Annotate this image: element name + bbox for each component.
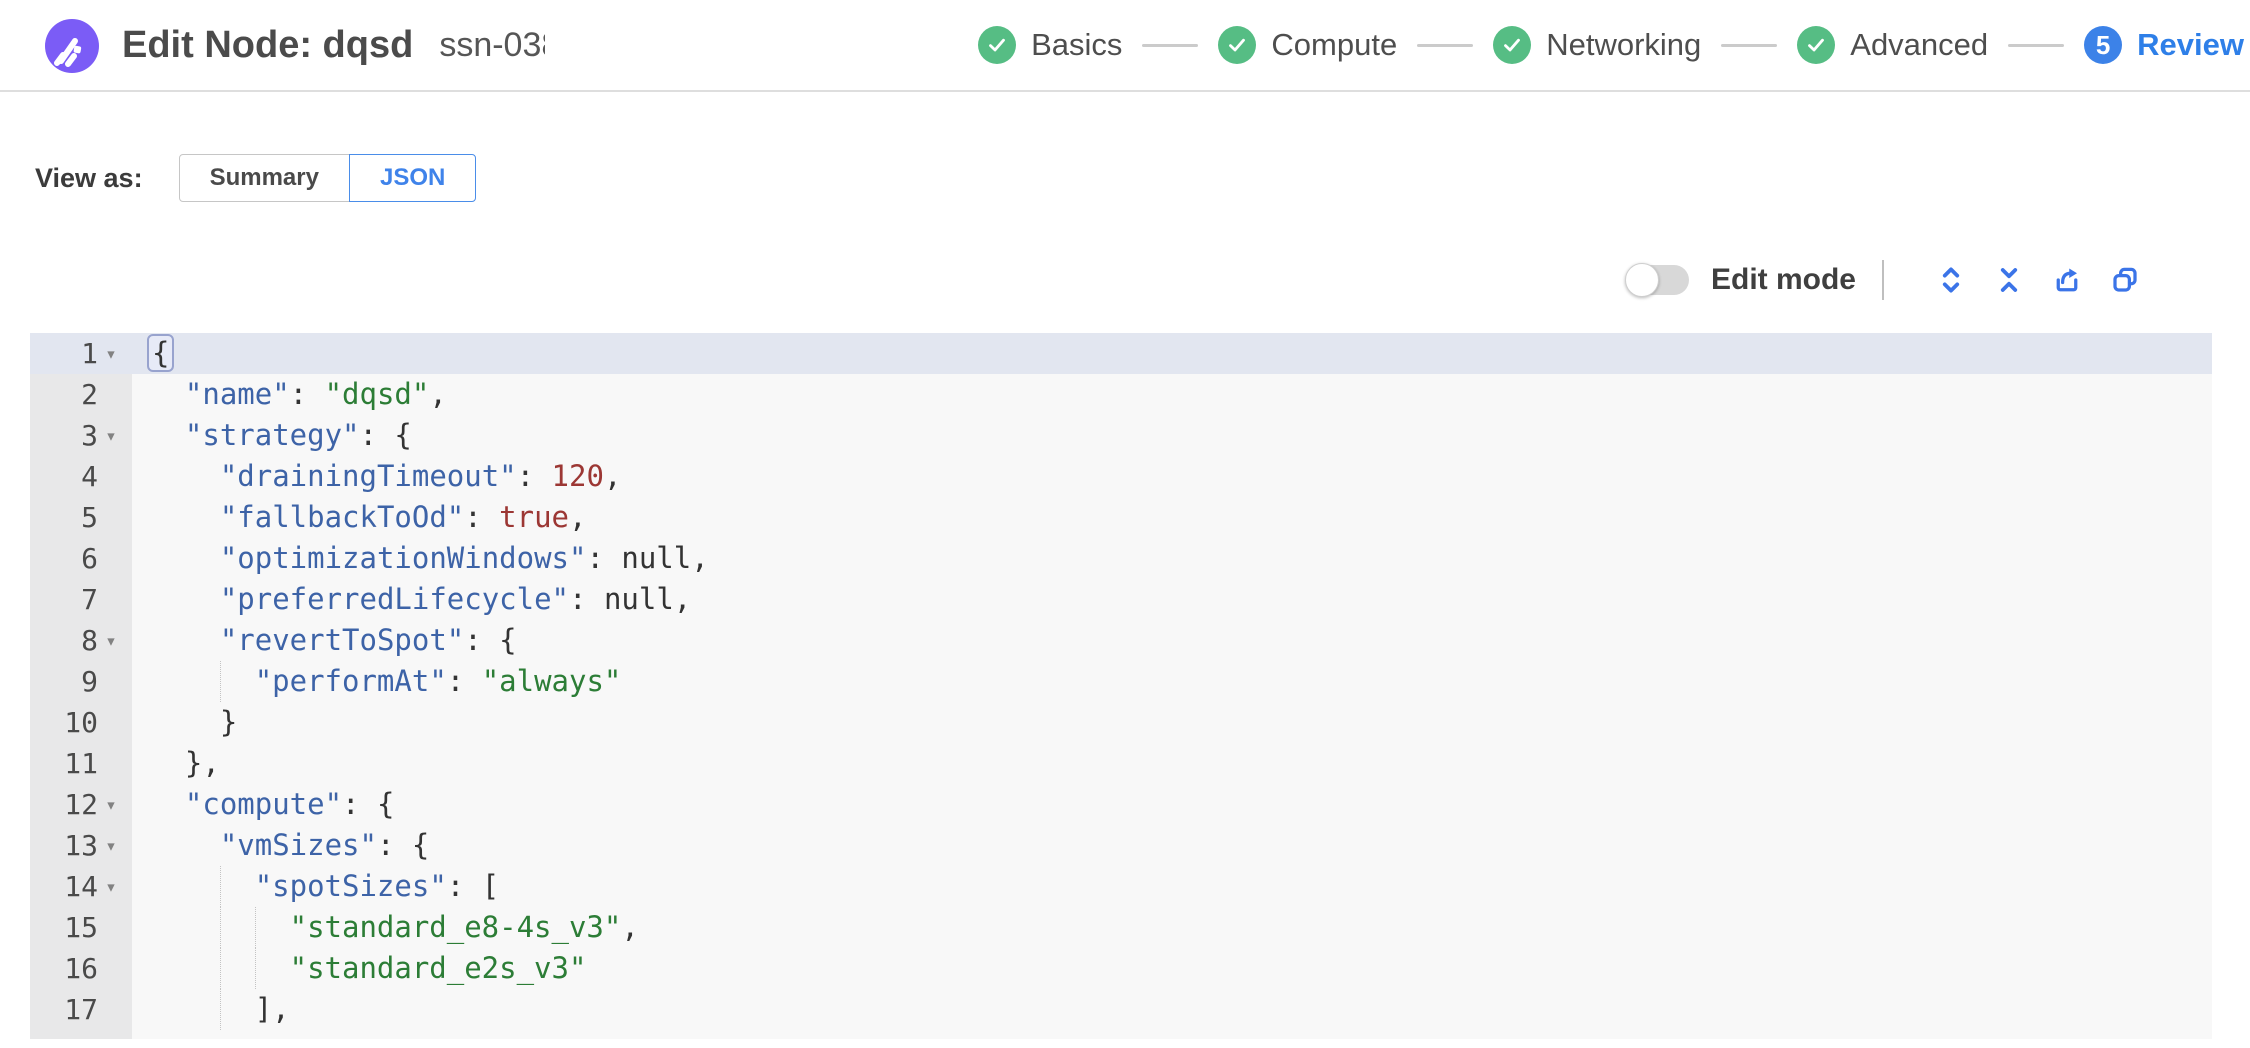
code-line[interactable]: "revertToSpot": { bbox=[219, 623, 517, 657]
fold-arrow-icon[interactable]: ▾ bbox=[105, 629, 117, 652]
gutter-line: 16 bbox=[30, 948, 132, 989]
view-as-json[interactable]: JSON bbox=[348, 154, 477, 202]
line-number: 13 bbox=[64, 829, 98, 862]
gutter-line: 10 bbox=[30, 702, 132, 743]
code-line[interactable]: { bbox=[132, 333, 2212, 374]
step-label: Advanced bbox=[1850, 27, 1989, 62]
copy-icon[interactable] bbox=[2110, 263, 2144, 297]
gutter-line: 14 ▾ bbox=[30, 866, 132, 907]
code-line[interactable]: ], bbox=[132, 989, 2212, 1030]
code-line[interactable]: } bbox=[219, 705, 238, 739]
fold-arrow-icon[interactable]: ▾ bbox=[105, 424, 117, 447]
gutter-line: 1▾ bbox=[30, 333, 132, 374]
wizard-header: Edit Node: dqsd ssn-038 Basics Compute Net… bbox=[0, 0, 2250, 92]
toggle-knob bbox=[1624, 263, 1659, 297]
check-icon bbox=[1218, 26, 1257, 64]
step-label: Networking bbox=[1546, 27, 1702, 62]
step-label: Basics bbox=[1031, 27, 1123, 62]
code-line[interactable]: "preferredLifecycle": null, bbox=[219, 582, 692, 616]
edit-mode-label: Edit mode bbox=[1710, 263, 1856, 296]
step-connector bbox=[2008, 43, 2065, 47]
line-number: 12 bbox=[64, 788, 98, 821]
fold-arrow-icon[interactable]: ▾ bbox=[105, 342, 117, 365]
step-connector bbox=[1417, 43, 1474, 47]
node-id: ssn-038 bbox=[439, 25, 545, 64]
toolbar-divider bbox=[1882, 260, 1884, 300]
line-number: 6 bbox=[81, 542, 98, 575]
code-line[interactable]: "fallbackToOd": true, bbox=[219, 500, 587, 534]
gutter-line: 13 ▾ bbox=[30, 825, 132, 866]
gutter-line: 4 bbox=[30, 456, 132, 497]
code-line[interactable]: "strategy": { bbox=[184, 418, 412, 452]
code-line[interactable]: "drainingTimeout": 120, bbox=[219, 459, 622, 493]
fold-arrow-icon[interactable]: ▾ bbox=[105, 834, 117, 857]
stepper: Basics Compute Networking Advanced 5 Review bbox=[978, 26, 2244, 64]
code-line[interactable]: }, bbox=[184, 746, 220, 780]
gutter-line: 5 bbox=[30, 497, 132, 538]
gutter-line: 12 ▾ bbox=[30, 784, 132, 825]
line-number: 17 bbox=[64, 993, 98, 1026]
code-line[interactable]: "standard_e2s_v3" bbox=[132, 948, 2212, 989]
page-title: Edit Node: dqsd bbox=[122, 23, 414, 66]
line-number: 8 bbox=[81, 624, 98, 657]
code-line[interactable]: "standard_e8-4s_v3", bbox=[132, 907, 2212, 948]
line-number: 5 bbox=[81, 501, 98, 534]
line-number: 10 bbox=[64, 706, 98, 739]
collapse-icon[interactable] bbox=[1994, 263, 2028, 297]
fold-arrow-icon[interactable]: ▾ bbox=[105, 875, 117, 898]
step-compute[interactable]: Compute bbox=[1218, 26, 1397, 64]
code-line[interactable]: "name": "dqsd", bbox=[184, 377, 447, 411]
gutter-line: 2 bbox=[30, 374, 132, 415]
spot-logo-icon bbox=[45, 19, 99, 73]
step-connector bbox=[1721, 43, 1778, 47]
step-label: Compute bbox=[1271, 27, 1398, 62]
check-icon bbox=[1797, 26, 1836, 64]
gutter-line: 9 bbox=[30, 661, 132, 702]
check-icon bbox=[1493, 26, 1532, 64]
fold-arrow-icon[interactable]: ▾ bbox=[105, 793, 117, 816]
step-networking[interactable]: Networking bbox=[1493, 26, 1701, 64]
line-number: 15 bbox=[64, 911, 98, 944]
check-icon bbox=[978, 26, 1017, 64]
expand-icon[interactable] bbox=[1936, 263, 1970, 297]
gutter-line: 3▾ bbox=[30, 415, 132, 456]
gutter-line: 17 bbox=[30, 989, 132, 1030]
step-basics[interactable]: Basics bbox=[978, 26, 1122, 64]
line-number: 2 bbox=[81, 378, 98, 411]
line-number: 4 bbox=[81, 460, 98, 493]
editor-code[interactable]: {"name": "dqsd", "strategy": { "drainingTi… bbox=[132, 333, 2212, 1039]
gutter-line: 15 bbox=[30, 907, 132, 948]
line-number: 3 bbox=[81, 419, 98, 452]
code-line[interactable]: "spotSizes": [ bbox=[132, 866, 2212, 907]
step-advanced[interactable]: Advanced bbox=[1797, 26, 1988, 64]
gutter-line: 11 bbox=[30, 743, 132, 784]
line-number: 7 bbox=[81, 583, 98, 616]
view-as-summary[interactable]: Summary bbox=[178, 154, 350, 202]
code-line[interactable]: "optimizationWindows": null, bbox=[219, 541, 709, 575]
line-number: 16 bbox=[64, 952, 98, 985]
line-number: 1 bbox=[81, 337, 98, 370]
gutter-line: 8▾ bbox=[30, 620, 132, 661]
editor-toolbar: Edit mode bbox=[0, 258, 2250, 302]
export-icon[interactable] bbox=[2052, 263, 2086, 297]
edit-mode-toggle[interactable] bbox=[1624, 263, 1689, 297]
step-number-badge: 5 bbox=[2084, 26, 2123, 64]
step-review[interactable]: 5 Review bbox=[2084, 26, 2244, 64]
line-number: 9 bbox=[81, 665, 98, 698]
code-line[interactable]: "compute": { bbox=[184, 787, 395, 821]
step-label: Review bbox=[2137, 27, 2244, 62]
line-number: 11 bbox=[64, 747, 98, 780]
view-as-label: View as: bbox=[35, 162, 143, 193]
gutter-line: 7 bbox=[30, 579, 132, 620]
code-line[interactable]: "vmSizes": { bbox=[219, 828, 430, 862]
line-number: 14 bbox=[64, 870, 98, 903]
code-line[interactable]: "performAt": "always" bbox=[132, 661, 2212, 702]
step-connector bbox=[1142, 43, 1199, 47]
gutter-line: 6 bbox=[30, 538, 132, 579]
